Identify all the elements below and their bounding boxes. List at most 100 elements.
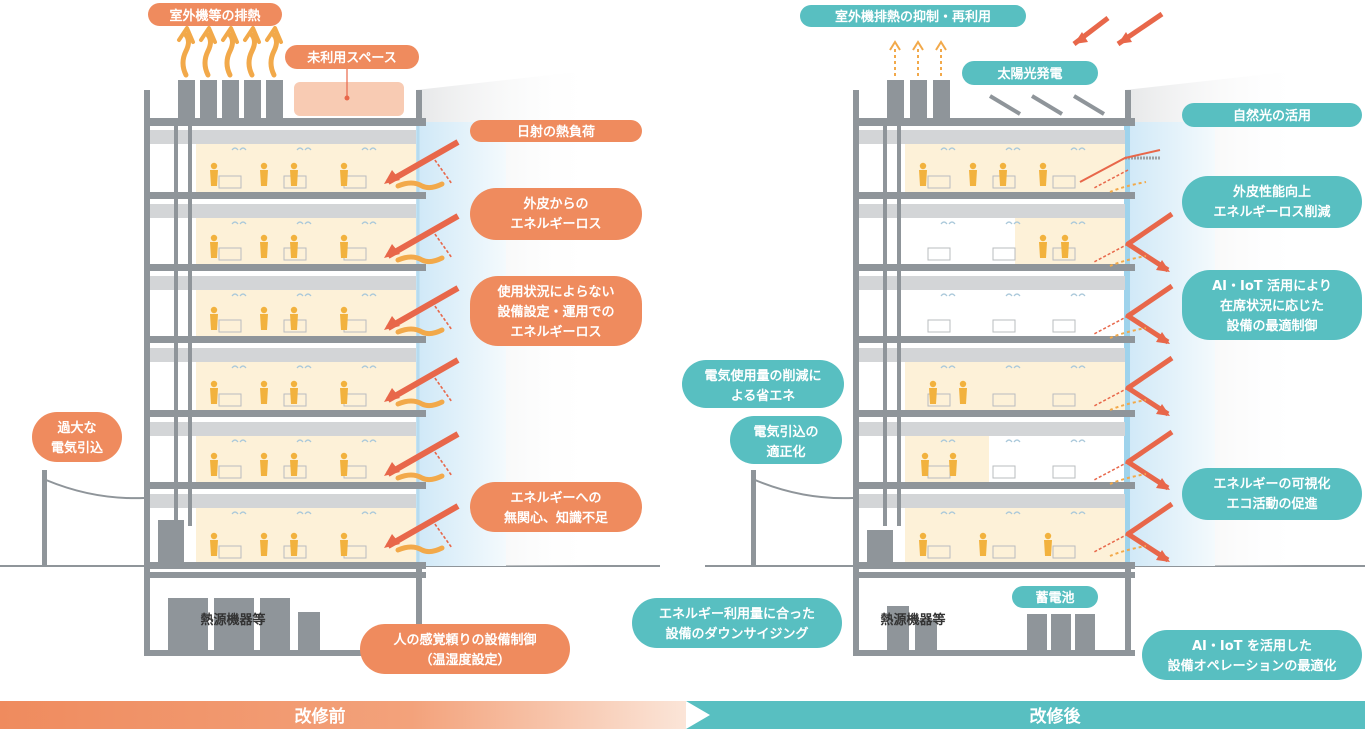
occupant-2-1-body	[260, 314, 268, 330]
ac-fan-4-2	[361, 439, 377, 443]
label-solar-power: 太陽光発電	[962, 61, 1098, 85]
ac-fan-2-2	[361, 293, 377, 297]
solar-panel-1	[1030, 94, 1064, 116]
roof-slab	[144, 118, 426, 126]
desk-4-c	[1052, 465, 1076, 479]
ac-fan-0-2	[361, 147, 377, 151]
ac-fan-1-2	[1070, 221, 1086, 225]
ceiling-2	[853, 276, 1125, 290]
occupant-3-2-head	[290, 380, 298, 388]
sun-ray-head-1	[1118, 32, 1132, 44]
label-envelope-improve: 外皮性能向上エネルギーロス削減	[1182, 176, 1362, 228]
ac-fan-1-1	[1005, 221, 1021, 225]
roof-slab	[853, 118, 1135, 126]
ac-fan-0-2	[1070, 147, 1086, 151]
ac-fan-2-1	[296, 293, 312, 297]
ac-fan-3-0	[231, 365, 247, 369]
exhaust-arrow-1	[202, 32, 213, 78]
desk-5-b	[992, 545, 1016, 559]
svg-text:蓄電池: 蓄電池	[1035, 590, 1074, 606]
ceiling-0	[853, 130, 1125, 144]
occupant-5-0-body	[210, 540, 218, 556]
label-heat-source-after: 熱源機器等	[880, 612, 945, 628]
exhaust-dotted-head-0	[889, 40, 901, 51]
solar-arrowhead-2	[384, 316, 400, 330]
reflected-arrowhead-3	[1156, 404, 1170, 416]
ac-fan-0-1	[296, 147, 312, 151]
label-power-right-size: 電気引込の適正化	[730, 416, 842, 464]
interior-heat-dotted-2	[1109, 327, 1147, 339]
solar-arrow-1	[386, 213, 460, 259]
interior-heat-dotted-1	[1109, 255, 1147, 267]
occupant-4-2-head	[290, 452, 298, 460]
outdoor-unit-2	[222, 80, 239, 118]
solar-arrowhead-0	[384, 170, 400, 184]
occupant-1-2-head	[290, 234, 298, 242]
floor-slab-1	[853, 264, 1135, 271]
ceiling-1	[853, 204, 1125, 218]
basement-floor	[144, 650, 426, 656]
occupant-4-0-head	[210, 452, 218, 460]
occupant-2-3-body	[340, 314, 348, 330]
ac-fan-5-2	[361, 511, 377, 515]
occupant-5-2-body	[290, 540, 298, 556]
solar-arrowhead-4	[384, 462, 400, 476]
occupant-5-0-head	[919, 532, 927, 540]
label-excess-power: 過大な電気引込	[32, 412, 122, 462]
desk-2-a	[927, 319, 951, 333]
interior-dotted-3	[1093, 387, 1129, 407]
band-after: 改修後	[686, 701, 1365, 729]
occupant-4-3-body	[340, 460, 348, 476]
solar-reflect-4	[431, 447, 453, 477]
wall-left	[853, 118, 859, 566]
outdoor-unit-3	[244, 80, 261, 118]
ceiling-5	[144, 494, 416, 508]
exhaust-arrow-3	[246, 32, 257, 78]
label-heat-source-before: 熱源機器等	[200, 612, 265, 628]
occupant-3-1-body	[260, 388, 268, 404]
reflected-arrowhead-2	[1156, 332, 1170, 344]
outdoor-unit-1	[200, 80, 217, 118]
ac-fan-4-0	[940, 439, 956, 443]
outdoor-unit-0	[178, 80, 195, 118]
occupant-4-0-body	[210, 460, 218, 476]
occupant-0-1-body	[260, 170, 268, 186]
ac-fan-1-1	[296, 221, 312, 225]
desk-1-a	[218, 247, 242, 261]
reflected-arrowhead-5	[1156, 550, 1170, 562]
occupant-5-1-head	[979, 532, 987, 540]
occupant-0-2-body	[999, 170, 1007, 186]
svg-text:エネルギーの可視化エコ活動の促進: エネルギーの可視化エコ活動の促進	[1213, 476, 1330, 512]
transformer	[158, 520, 184, 566]
occupant-4-3-head	[340, 452, 348, 460]
battery-unit-1	[1051, 614, 1071, 650]
heat-loss-wave-1	[395, 254, 445, 265]
svg-text:外皮からのエネルギーロス: 外皮からのエネルギーロス	[510, 196, 601, 232]
ceiling-4	[853, 422, 1125, 436]
solar-arrow-3	[386, 357, 460, 403]
ac-fan-3-0	[940, 365, 956, 369]
desk-3-a	[218, 393, 242, 407]
riser-2	[188, 126, 192, 526]
exhaust-arrow-4	[268, 32, 279, 78]
desk-1-b	[992, 247, 1016, 261]
occupant-5-1-head	[260, 532, 268, 540]
solar-arrow-5	[386, 503, 460, 549]
solar-arrow-2	[386, 285, 460, 331]
floor-slab-2	[144, 336, 426, 343]
basement-wall-left	[853, 566, 859, 656]
label-unused-space: 未利用スペース	[285, 45, 419, 69]
utility-pole	[42, 470, 47, 566]
occupant-0-2-head	[999, 162, 1007, 170]
reflected-arrowhead-1	[1156, 260, 1170, 272]
svg-text:AI・IoT 活用により在席状況に応じた設備の最適制御: AI・IoT 活用により在席状況に応じた設備の最適制御	[1212, 278, 1332, 334]
svg-text:改修前: 改修前	[295, 706, 346, 727]
interior-dotted-4	[1093, 461, 1129, 481]
desk-2-c	[1052, 319, 1076, 333]
svg-text:使用状況によらない設備設定・運用でのエネルギーロス: 使用状況によらない設備設定・運用でのエネルギーロス	[496, 284, 614, 340]
daylight-ray	[1079, 149, 1161, 183]
ceiling-0	[144, 130, 416, 144]
ac-fan-0-1	[1005, 147, 1021, 151]
occupant-5-1-body	[260, 540, 268, 556]
ac-fan-1-0	[231, 221, 247, 225]
